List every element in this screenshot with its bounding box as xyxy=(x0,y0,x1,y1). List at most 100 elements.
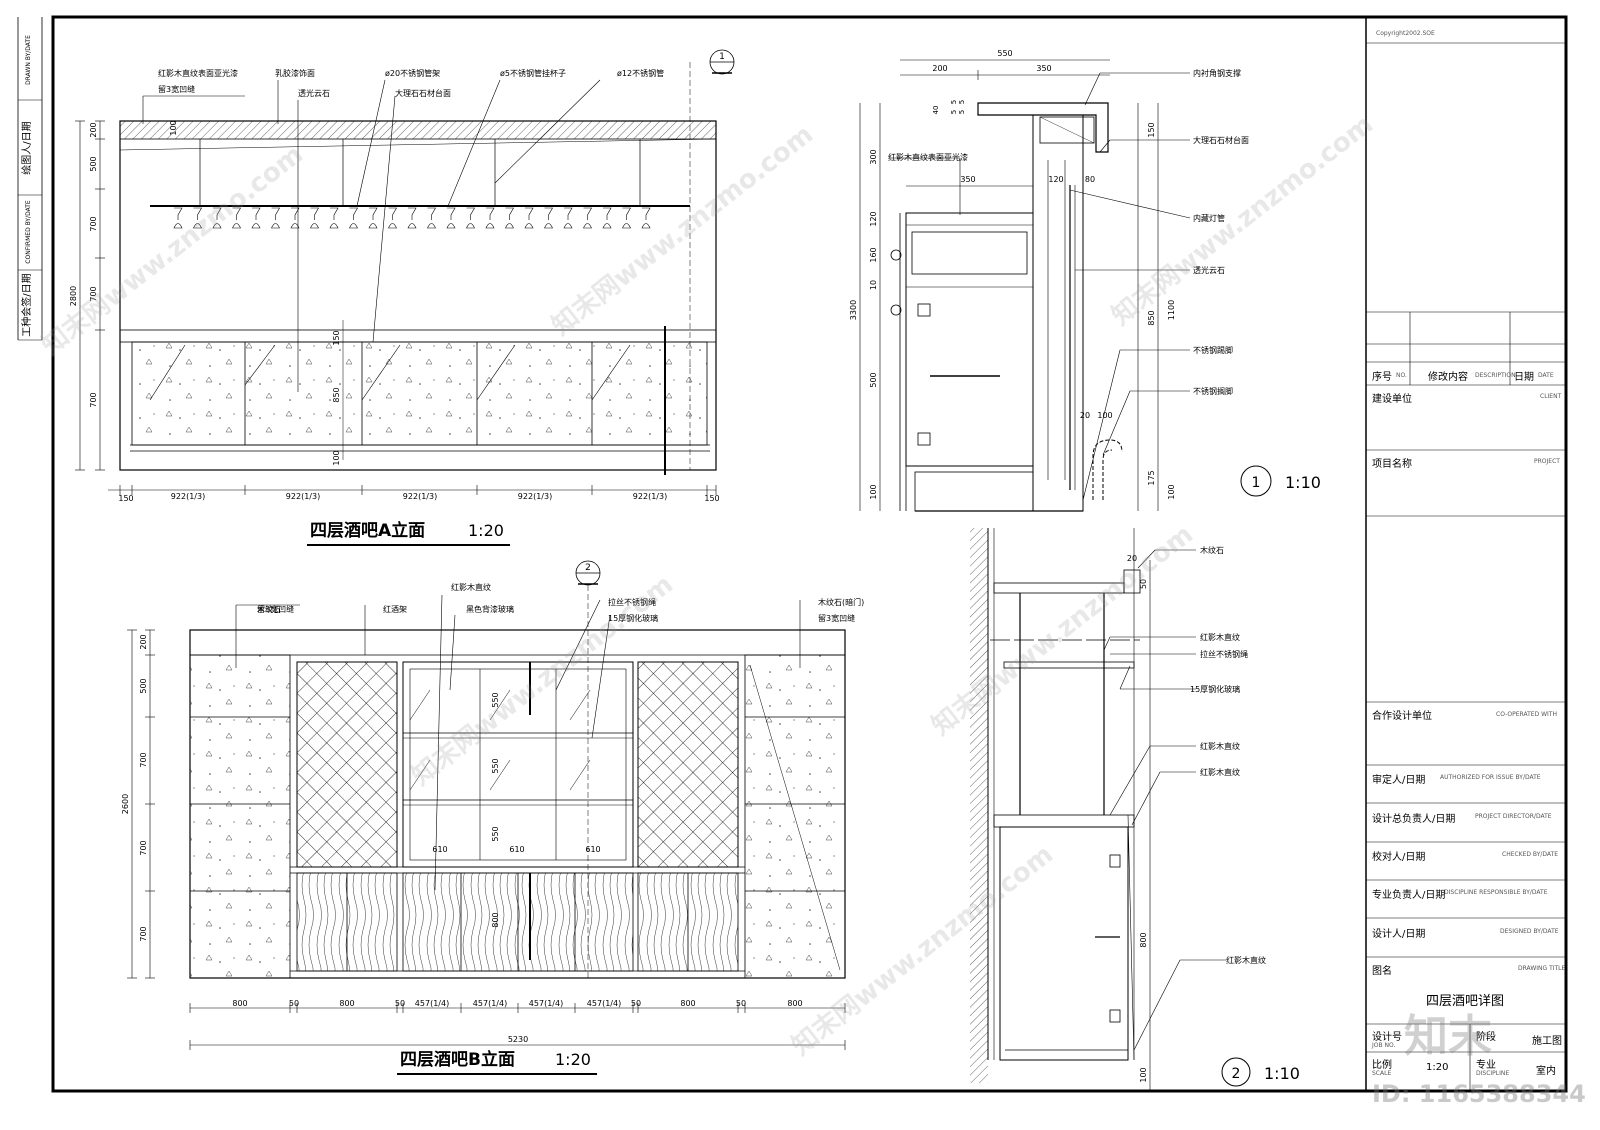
s1-dim-1100r: 1100 xyxy=(1167,300,1176,320)
hanging-glasses xyxy=(173,207,651,229)
tb-director: 设计总负责人/日期 xyxy=(1372,814,1456,825)
a-title: 四层酒吧A立面 xyxy=(310,520,425,541)
tb-authorized: 审定人/日期 xyxy=(1372,775,1426,786)
hanging-glass xyxy=(446,207,456,229)
tb-rev-date: 日期 xyxy=(1514,372,1534,383)
hanging-glass xyxy=(602,207,612,229)
a-idim-850: 850 xyxy=(332,387,341,402)
b-callout-0: 木纹石 xyxy=(257,604,281,614)
s1-dim-150r: 150 xyxy=(1147,122,1156,137)
a-callout-4: ø20不锈钢管架 xyxy=(385,68,440,78)
b-callout-4: 黑色背漆玻璃 xyxy=(466,604,514,614)
a-hdim-150a: 150 xyxy=(118,494,133,503)
s2-callout-4: 红影木直纹 xyxy=(1200,741,1240,751)
a-callout-0: 红影木直纹表面亚光漆 xyxy=(158,68,238,78)
s1-dim-10: 10 xyxy=(869,280,878,290)
s1-scale: 1:10 xyxy=(1285,473,1321,492)
hanging-glass xyxy=(349,207,359,229)
s1-dim-80i: 80 xyxy=(1085,175,1095,184)
s1-callout-2: 内藏灯管 xyxy=(1193,213,1225,223)
watermark-id: ID: 1165388344 xyxy=(1372,1080,1586,1108)
tb-discipline-label: 专业 xyxy=(1476,1060,1496,1071)
a-callout-6: ø5不锈钢管挂杯子 xyxy=(500,68,566,78)
a-vdim-200: 200 xyxy=(89,122,98,137)
a-scale: 1:20 xyxy=(468,521,504,540)
a-hdim-922a: 922(1/3) xyxy=(171,492,205,501)
tb-director-en: PROJECT DIRECTOR/DATE xyxy=(1475,813,1552,820)
hanging-glass xyxy=(173,207,183,229)
b-callout-6: 15厚钢化玻璃 xyxy=(608,613,658,623)
hanging-glass xyxy=(271,207,281,229)
hanging-glass xyxy=(193,207,203,229)
a-callout-7: ø12不锈钢管 xyxy=(617,68,664,78)
strip-confirmed-cn: 工种会签/日期 xyxy=(20,273,33,336)
hanging-glass xyxy=(251,207,261,229)
s1-dim-100: 100 xyxy=(869,484,878,499)
s1-dim-100r: 100 xyxy=(1167,484,1176,499)
tb-scale-value: 1:20 xyxy=(1426,1062,1449,1073)
tb-client: 建设单位 xyxy=(1372,394,1412,405)
tb-job-no: 设计号 xyxy=(1372,1032,1402,1043)
s2-marker: 2 xyxy=(1232,1066,1241,1082)
tb-scale-en: SCALE xyxy=(1372,1070,1392,1077)
s1-dim-350i: 350 xyxy=(960,175,975,184)
b-vdim-700c: 700 xyxy=(139,926,148,941)
elevation-a: 200 500 700 700 700 2800 850 100 150 100… xyxy=(69,49,735,546)
hanging-glass xyxy=(212,207,222,229)
b-callout-7: 木纹石(暗门) xyxy=(818,597,864,607)
hanging-glass xyxy=(232,207,242,229)
watermark-logo: 知末 xyxy=(1404,1011,1492,1062)
hanging-glass xyxy=(407,207,417,229)
s2-callout-0: 木纹石 xyxy=(1200,545,1224,555)
a-hdim-922d: 922(1/3) xyxy=(518,492,552,501)
b-scale: 1:20 xyxy=(555,1050,591,1069)
b-hdim-9: 800 xyxy=(680,999,695,1008)
s1-callout-0: 内衬角钢支撑 xyxy=(1193,68,1241,78)
s1-dim-100i: 100 xyxy=(1097,411,1112,420)
s1-marker: 1 xyxy=(1252,475,1261,491)
b-idim-610c: 610 xyxy=(585,845,600,854)
s2-dim-50: 50 xyxy=(1139,579,1148,589)
sheet-border xyxy=(51,15,1568,1093)
s1-callout-3: 透光云石 xyxy=(1193,265,1225,275)
a-idim-100: 100 xyxy=(332,450,341,465)
b-idim-800: 800 xyxy=(491,912,500,927)
b-callout-2: 红酒架 xyxy=(383,604,407,614)
strip-drawn-cn: 绘图人/日期 xyxy=(20,121,33,174)
tb-rev-desc: 修改内容 xyxy=(1428,372,1468,383)
b-callout-3: 红影木直纹 xyxy=(451,582,491,592)
strip-drawn-en: DRAWN BY/DATE xyxy=(25,35,32,85)
b-idim-550b: 550 xyxy=(491,758,500,773)
s1-dim-550: 550 xyxy=(997,49,1012,58)
tb-scale-label: 比例 xyxy=(1372,1060,1392,1071)
b-callout-8: 留3宽凹缝 xyxy=(818,613,855,623)
hanging-glass xyxy=(329,207,339,229)
s1-dim-500: 500 xyxy=(869,372,878,387)
a-hdim-922b: 922(1/3) xyxy=(286,492,320,501)
a-idim-100b: 100 xyxy=(169,120,178,135)
s1-callout-1: 大理石石材台面 xyxy=(1193,135,1249,145)
a-idim-150: 150 xyxy=(332,330,341,345)
elevation-b: 550 550 550 610 610 610 800 200 500 700 … xyxy=(121,560,864,1075)
s2-callout-5: 红影木直纹 xyxy=(1200,767,1240,777)
tb-designed: 设计人/日期 xyxy=(1372,929,1426,940)
b-vdim-700a: 700 xyxy=(139,752,148,767)
hanging-glass xyxy=(622,207,632,229)
b-hdim-5: 457(1/4) xyxy=(473,999,507,1008)
tb-coop: 合作设计单位 xyxy=(1372,711,1432,722)
b-vdim-total: 2600 xyxy=(121,794,130,814)
s1-dim-5a: 5 xyxy=(950,100,958,104)
a-vdim-500: 500 xyxy=(89,156,98,171)
tb-job-no-en: JOB NO. xyxy=(1372,1042,1396,1049)
s1-dim-120i: 120 xyxy=(1048,175,1063,184)
s1-dim-175r: 175 xyxy=(1147,470,1156,485)
b-idim-550a: 550 xyxy=(491,692,500,707)
s2-dim-20: 20 xyxy=(1127,554,1137,563)
b-hdim-0: 800 xyxy=(232,999,247,1008)
tb-project-en: PROJECT xyxy=(1534,458,1560,465)
hanging-glass xyxy=(563,207,573,229)
hanging-glass xyxy=(485,207,495,229)
hanging-glass xyxy=(290,207,300,229)
s2-dim-100: 100 xyxy=(1139,1067,1148,1082)
s1-dim-300: 300 xyxy=(869,149,878,164)
